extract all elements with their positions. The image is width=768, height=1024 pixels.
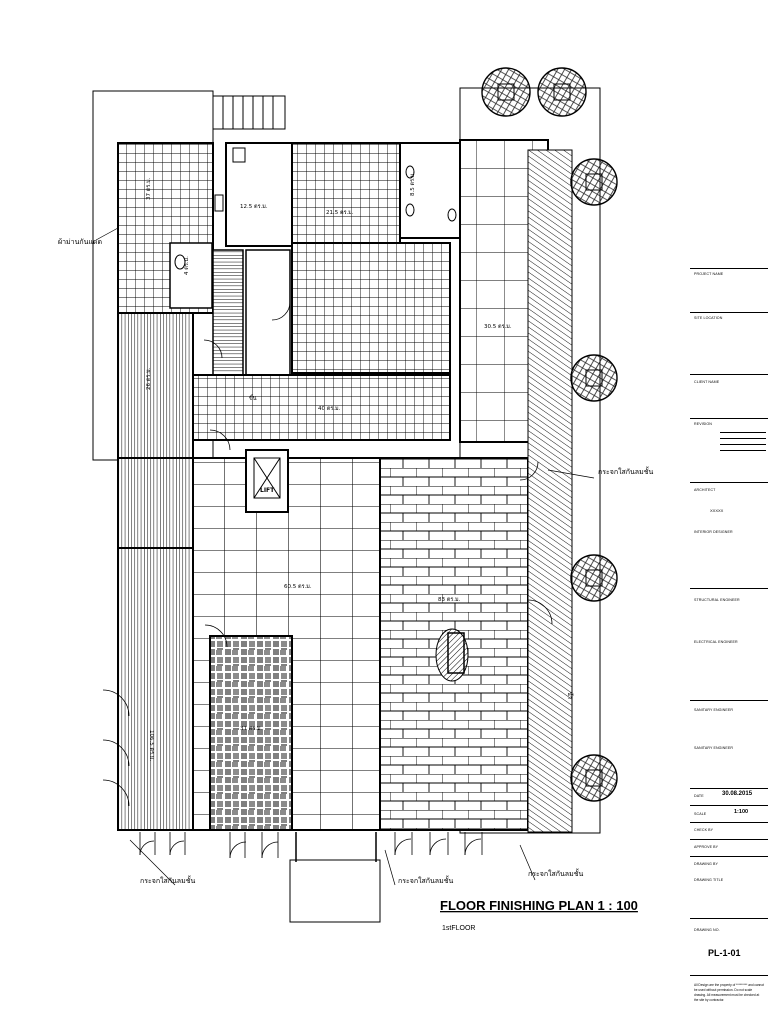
trees xyxy=(481,67,618,802)
callout-right-mid: กระจกใสกันลมชั้น xyxy=(598,465,653,476)
label-83: 83 ตร.ม. xyxy=(438,597,461,603)
label-60-5: 60.5 ตร.ม. xyxy=(284,584,312,590)
room-26sqm xyxy=(117,312,194,459)
label-up: ขึ้น xyxy=(249,394,257,402)
tb-client-name: CLIENT NAME xyxy=(694,380,720,384)
top-steps xyxy=(212,95,286,130)
room-106-5sqm xyxy=(117,547,194,831)
label-37: 37 ตร.ม. xyxy=(146,177,152,200)
stair-left xyxy=(212,249,244,376)
tb-drawing-no: PL-1-01 xyxy=(708,948,741,958)
label-31: 31 ตร.ม. xyxy=(240,726,263,732)
tb-date-label: DATE xyxy=(694,794,704,798)
label-12-5: 12.5 ตร.ม. xyxy=(240,204,268,210)
tb-architect-value: XXXXX xyxy=(710,508,724,513)
label-lift: LIFT xyxy=(260,487,275,494)
floor-plan-drawing: 37 ตร.ม. 12.5 ตร.ม. 21.5 ตร.ม. 8.5 ตร.ม.… xyxy=(58,67,653,932)
room-12-5sqm xyxy=(225,142,293,247)
title-block: PROJECT NAME SITE LOCATION CLIENT NAME R… xyxy=(690,0,768,1024)
room-8-5sqm xyxy=(399,142,461,239)
tb-revision: REVISION xyxy=(694,422,712,426)
tb-drawing-by: DRAWING BY xyxy=(694,862,719,866)
label-4: 4 ตร.ม. xyxy=(184,256,190,275)
label-water: น้ำ xyxy=(566,692,574,699)
lift-shaft xyxy=(245,449,289,513)
room-21-5sqm xyxy=(291,142,401,244)
lift-symbol xyxy=(253,457,281,499)
room-middle xyxy=(291,242,451,374)
tb-project-name: PROJECT NAME xyxy=(694,272,724,276)
bottom-glazing xyxy=(139,832,483,859)
deck-strip xyxy=(117,457,194,549)
tb-electrical-engineer: ELECTRICAL ENGINEER xyxy=(694,640,738,644)
corridor-40sqm xyxy=(192,374,451,441)
tb-check-by: CHECK BY xyxy=(694,828,714,832)
label-26: 26 ตร.ม. xyxy=(146,367,152,390)
label-30-5: 30.5 ตร.ม. xyxy=(484,324,512,330)
label-21-5: 21.5 ตร.ม. xyxy=(326,210,354,216)
hatched-column xyxy=(435,628,469,682)
plan-title: FLOOR FINISHING PLAN 1 : 100 xyxy=(440,898,638,913)
label-106-5: 106.5 ตร.ม. xyxy=(148,730,154,761)
tb-sanitary-engineer-1: SANITARY ENGINEER xyxy=(694,708,734,712)
tb-drawing-no-label: DRAWING NO. xyxy=(694,928,720,932)
wc-fixtures xyxy=(174,147,457,270)
tb-architect: ARCHITECT xyxy=(694,488,716,492)
tb-scale-label: SCALE xyxy=(694,812,707,816)
label-40: 40 ตร.ม. xyxy=(318,406,341,412)
door-swings xyxy=(102,301,553,807)
callout-left: ผ้าม่านกันแดด xyxy=(58,238,102,246)
label-8-5: 8.5 ตร.ม. xyxy=(410,172,416,196)
tb-scale-value: 1:100 xyxy=(734,809,749,815)
plan-subtitle: 1stFLOOR xyxy=(442,925,475,932)
callout-bottom-left: กระจกใสกันลมชั้น xyxy=(140,874,195,885)
garden-ramp xyxy=(527,149,573,833)
tb-approve-by: APPROVE BY xyxy=(694,845,719,849)
tb-site-location: SITE LOCATION xyxy=(694,316,723,320)
callout-bottom-mid: กระจกใสกันลมชั้น xyxy=(398,874,453,885)
stair-core xyxy=(245,249,291,376)
entrance-steps xyxy=(289,859,381,923)
tb-note: All Design are the property of *********… xyxy=(694,983,764,1002)
callout-bottom-right: กระจกใสกันลมชั้น xyxy=(528,867,583,878)
tb-interior-designer: INTERIOR DESIGNER xyxy=(694,530,733,534)
tb-drawing-title: DRAWING TITLE xyxy=(694,878,724,882)
room-4sqm xyxy=(169,242,213,309)
room-31sqm xyxy=(209,635,293,831)
tb-structural-engineer: STRUCTURAL ENGINEER xyxy=(694,598,740,602)
callout-leaders xyxy=(95,227,595,886)
tb-sanitary-engineer-2: SANITARY ENGINEER xyxy=(694,746,734,750)
tb-date-value: 30.08.2015 xyxy=(722,791,753,797)
